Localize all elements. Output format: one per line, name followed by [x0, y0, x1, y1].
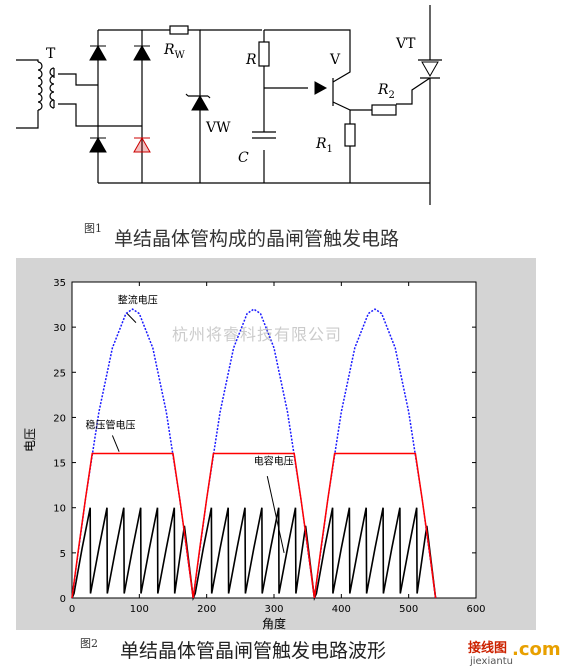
x-tick-label: 100 [130, 604, 149, 615]
x-tick-label: 200 [197, 604, 216, 615]
annotation-label: 电容电压 [254, 454, 294, 467]
y-tick-label: 5 [60, 549, 66, 560]
label-r1: R1 [315, 136, 333, 155]
logo-text-cn: 接线图 [468, 641, 508, 656]
trigger-circuit-diagram: T RW R V VT R2 VW C R1 [16, 5, 442, 205]
label-rw-main: R [163, 42, 175, 58]
x-axis-label: 角度 [262, 616, 286, 630]
annotation-arrow [266, 476, 285, 553]
watermark: 杭州将睿科技有限公司 [172, 325, 343, 344]
label-transformer: T [46, 46, 56, 62]
figure1-caption: 图1 单结晶体管构成的晶闸管触发电路 [84, 220, 504, 252]
label-ujt: V [329, 52, 341, 68]
annotation-arrow [126, 313, 137, 323]
x-tick-label: 600 [466, 604, 485, 615]
label-rw: RW [163, 42, 186, 61]
figure2-title: 单结晶体管晶闸管触发电路波形 [120, 640, 387, 662]
label-thyristor: VT [395, 36, 416, 52]
axis-ticks: 0 100 200 300 400 500 600 0 5 10 15 20 25 30 35 [53, 278, 485, 615]
label-r2: R2 [377, 82, 395, 101]
y-tick-label: 0 [60, 594, 66, 605]
waveform-chart: 0 100 200 300 400 500 600 0 5 10 15 20 25 30 35 整流电压稳压… [16, 258, 536, 630]
label-rw-sub: W [175, 50, 186, 61]
label-capacitor: C [238, 150, 249, 166]
y-tick-label: 35 [53, 278, 66, 289]
y-tick-label: 30 [53, 323, 66, 334]
label-zener: VW [205, 120, 231, 136]
figure2-number: 图2 [80, 637, 98, 650]
label-r1-main: R [315, 136, 327, 152]
logo-text-domain: jiexiantu [470, 656, 513, 667]
series-line-1 [71, 308, 437, 599]
annotation-arrow [111, 435, 120, 452]
label-r1-sub: 1 [327, 144, 333, 155]
annotation-label: 稳压管电压 [85, 418, 135, 431]
y-tick-label: 20 [53, 413, 66, 424]
figure2-caption: 图2 单结晶体管晶闸管触发电路波形 [80, 633, 480, 667]
label-r: R [245, 52, 257, 68]
x-tick-label: 500 [399, 604, 418, 615]
site-logo[interactable]: 接线图 .com jiexiantu [468, 637, 564, 669]
y-tick-label: 15 [53, 459, 66, 470]
series-group [71, 308, 437, 601]
x-tick-label: 300 [264, 604, 283, 615]
series-line-3 [71, 507, 437, 601]
annotation-label: 整流电压 [118, 294, 158, 307]
figure1-title: 单结晶体管构成的晶闸管触发电路 [114, 228, 400, 250]
x-tick-label: 400 [332, 604, 351, 615]
y-axis-label: 电压 [23, 428, 37, 452]
label-r2-main: R [377, 82, 389, 98]
label-r2-sub: 2 [389, 90, 395, 101]
logo-text-com: .com [512, 639, 561, 660]
series-line-2 [71, 452, 437, 599]
x-tick-label: 0 [69, 604, 75, 615]
y-tick-label: 25 [53, 368, 66, 379]
figure1-number: 图1 [84, 222, 102, 235]
y-tick-label: 10 [53, 504, 66, 515]
